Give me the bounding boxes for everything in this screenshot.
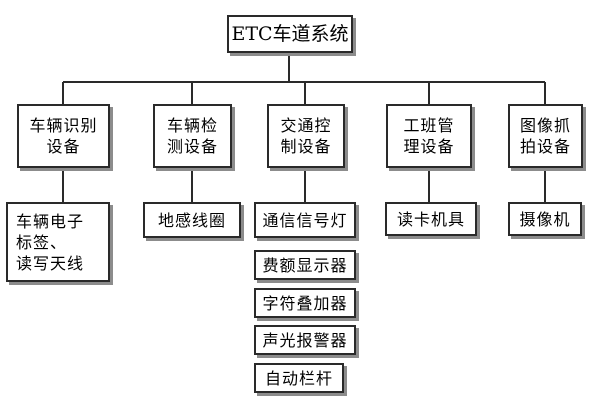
category-shift-management: 工班管 理设备	[386, 104, 472, 168]
item-card-reader: 读卡机具	[385, 202, 477, 236]
item-ground-sensing-coil: 地感线圈	[143, 202, 241, 238]
item-sound-light-alarm: 声光报警器	[254, 325, 356, 355]
category-vehicle-identification: 车辆识别 设备	[17, 104, 110, 168]
item-auto-barrier: 自动栏杆	[254, 363, 344, 393]
category-vehicle-detection: 车辆检 测设备	[153, 104, 232, 168]
item-signal-light: 通信信号灯	[254, 202, 356, 238]
item-camera: 摄像机	[508, 202, 582, 236]
category-traffic-control: 交通控 制设备	[267, 104, 345, 168]
item-character-overlay: 字符叠加器	[254, 288, 356, 318]
category-image-capture: 图像抓 拍设备	[508, 104, 583, 168]
root-node: ETC车道系统	[227, 15, 353, 53]
item-fee-display: 费额显示器	[254, 250, 356, 280]
item-electronic-tag-antenna: 车辆电子 标签、 读写天线	[6, 202, 110, 282]
